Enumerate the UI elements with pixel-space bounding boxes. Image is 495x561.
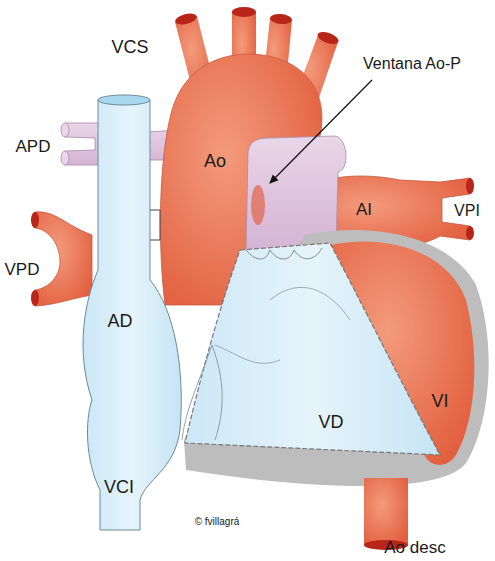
structure-label: Ao	[204, 152, 226, 172]
structure-label: © fvillagrá	[195, 516, 240, 527]
structure-label: VPD	[5, 261, 40, 280]
structure-label: APD	[16, 138, 51, 157]
structure-label: VCI	[104, 478, 134, 498]
structure-label: VD	[318, 413, 343, 433]
structure-label: VCS	[111, 38, 148, 58]
structure-label: AI	[356, 201, 372, 220]
structure-label: Ao desc	[384, 539, 445, 558]
structure-label: Ventana Ao-P	[363, 55, 461, 73]
structure-label: AD	[107, 312, 132, 332]
structure-label: VI	[431, 392, 448, 412]
structure-label: VPI	[454, 202, 480, 220]
leader-line	[270, 80, 372, 183]
